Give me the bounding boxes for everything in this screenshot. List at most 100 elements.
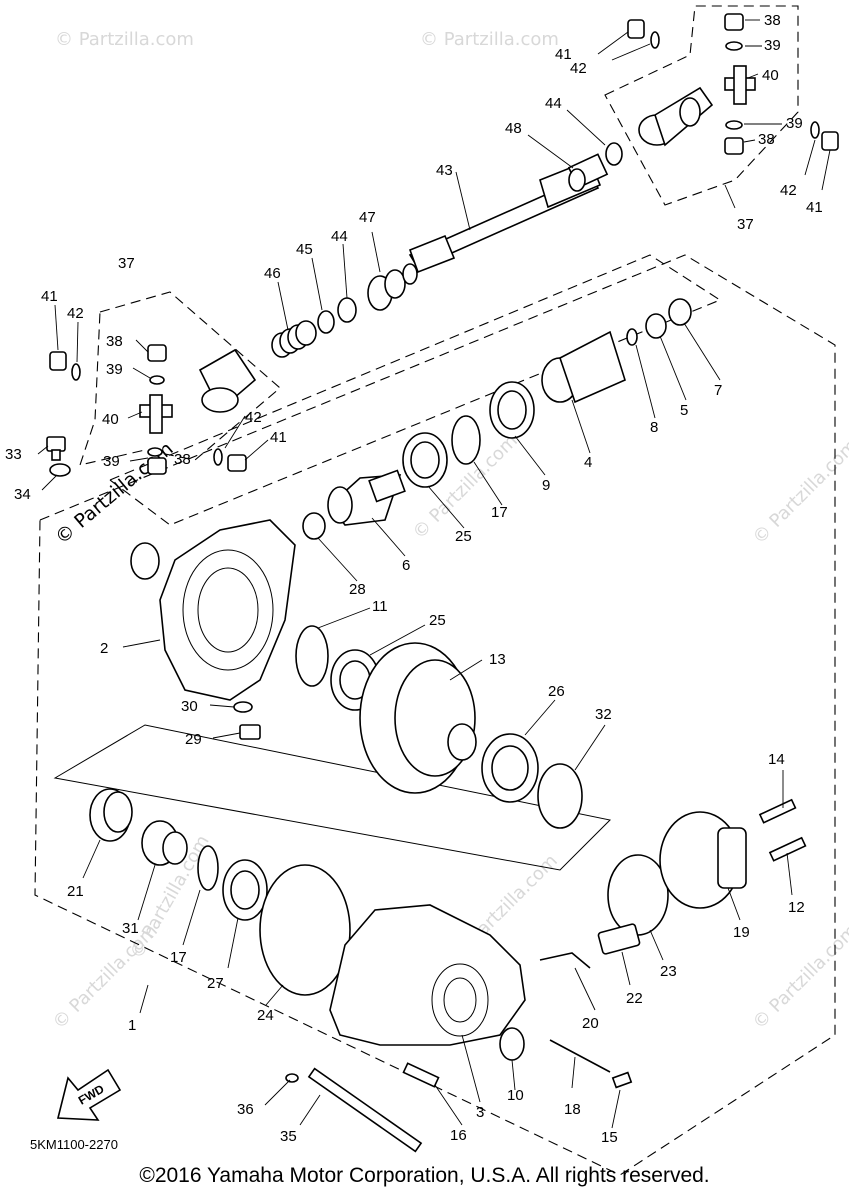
callout-39-c: 39 — [106, 361, 123, 378]
snap-ring — [725, 120, 743, 130]
callout-41-c: 41 — [41, 288, 58, 305]
bolt — [46, 436, 66, 461]
callout-2: 2 — [100, 640, 108, 657]
callout-44-a: 44 — [545, 95, 562, 112]
callout-18: 18 — [564, 1101, 581, 1118]
callout-38-a: 38 — [764, 12, 781, 29]
bolt — [768, 836, 807, 862]
pin-long — [307, 1067, 423, 1153]
actuator-block — [597, 923, 641, 955]
callout-42-a: 42 — [570, 60, 587, 77]
callout-14: 14 — [768, 751, 785, 768]
yoke-left — [198, 348, 257, 413]
bearing-cap — [821, 131, 839, 151]
circlip — [337, 297, 357, 323]
pin — [549, 1039, 611, 1073]
callout-32: 32 — [595, 706, 612, 723]
shift-rod — [539, 952, 591, 969]
callout-48: 48 — [505, 120, 522, 137]
leader-lines — [37, 19, 831, 1129]
callout-3: 3 — [476, 1104, 484, 1121]
differential-case — [359, 642, 477, 794]
snap-ring — [213, 448, 223, 466]
bearing — [222, 859, 268, 921]
callout-44-b: 44 — [331, 228, 348, 245]
callout-36: 36 — [237, 1101, 254, 1118]
bolt — [239, 724, 261, 740]
bolt — [402, 1062, 440, 1088]
snap-ring — [149, 375, 165, 385]
callout-40-b: 40 — [102, 411, 119, 428]
sleeve — [141, 820, 188, 866]
spring-small — [611, 1071, 633, 1089]
callout-39-d: 39 — [103, 453, 120, 470]
yoke-upper — [638, 86, 714, 147]
shim — [537, 763, 583, 829]
callout-7: 7 — [714, 382, 722, 399]
pinion-gear — [327, 469, 406, 526]
circlip — [197, 845, 219, 891]
callout-38-b: 38 — [758, 131, 775, 148]
callout-17-upper: 17 — [491, 504, 508, 521]
fwd-arrow: FWD — [56, 1068, 122, 1121]
watermark: © Partzilla.com — [749, 435, 849, 548]
callout-42-b: 42 — [780, 182, 797, 199]
servo-motor — [659, 811, 747, 909]
callout-labels: 1 2 3 4 5 6 7 8 9 10 11 12 13 14 15 16 1… — [5, 12, 823, 1146]
callout-22: 22 — [626, 990, 643, 1007]
callout-34: 34 — [14, 486, 31, 503]
watermark: © Partzilla.com — [55, 29, 194, 50]
bearing-cap — [147, 457, 167, 475]
u-joint-group-outline-left — [79, 291, 281, 466]
callout-5: 5 — [680, 402, 688, 419]
clip — [285, 1073, 299, 1083]
callout-17-lower: 17 — [170, 949, 187, 966]
rubber-boot — [367, 263, 418, 311]
callout-37-left: 37 — [118, 255, 135, 272]
oil-seal — [489, 381, 535, 439]
drawing-code: 5KM1100-2270 — [30, 1137, 118, 1152]
callout-11: 11 — [372, 598, 388, 615]
callout-40-a: 40 — [762, 67, 779, 84]
bearing — [481, 733, 539, 803]
ring-nut — [89, 788, 133, 842]
spring — [271, 320, 317, 358]
collar — [567, 153, 609, 192]
bearing-cap — [49, 351, 67, 371]
watermark: © Partzilla.com — [420, 29, 559, 50]
callout-21: 21 — [67, 883, 84, 900]
callout-42-c: 42 — [67, 305, 84, 322]
o-ring — [607, 854, 669, 936]
callout-41-a: 41 — [555, 46, 572, 63]
washer — [49, 463, 71, 477]
callout-38-c: 38 — [106, 333, 123, 350]
o-ring — [626, 328, 638, 346]
circlip — [451, 415, 481, 465]
callout-4: 4 — [584, 454, 592, 471]
spider-cross — [724, 65, 756, 105]
assembly-outline-1 — [34, 254, 836, 1176]
callout-25-lower: 25 — [429, 612, 446, 629]
callout-29: 29 — [185, 731, 202, 748]
callout-26: 26 — [548, 683, 565, 700]
callout-43: 43 — [436, 162, 453, 179]
needle-bearing — [302, 512, 326, 540]
snap-ring — [810, 121, 820, 139]
upper-section-outline — [109, 254, 722, 526]
callout-33: 33 — [5, 446, 22, 463]
callout-8: 8 — [650, 419, 658, 436]
callout-12: 12 — [788, 899, 805, 916]
callout-28: 28 — [349, 581, 366, 598]
nut — [668, 298, 692, 326]
callout-24: 24 — [257, 1007, 274, 1024]
callout-37-right: 37 — [737, 216, 754, 233]
bearing-cap — [227, 454, 247, 472]
callout-19: 19 — [733, 924, 750, 941]
oil-seal — [130, 542, 160, 580]
callout-38-d: 38 — [174, 451, 191, 468]
callout-1: 1 — [128, 1017, 136, 1034]
callout-47: 47 — [359, 209, 376, 226]
bearing — [402, 432, 448, 488]
u-joint-group-outline-top — [604, 5, 799, 206]
callout-20: 20 — [582, 1015, 599, 1032]
